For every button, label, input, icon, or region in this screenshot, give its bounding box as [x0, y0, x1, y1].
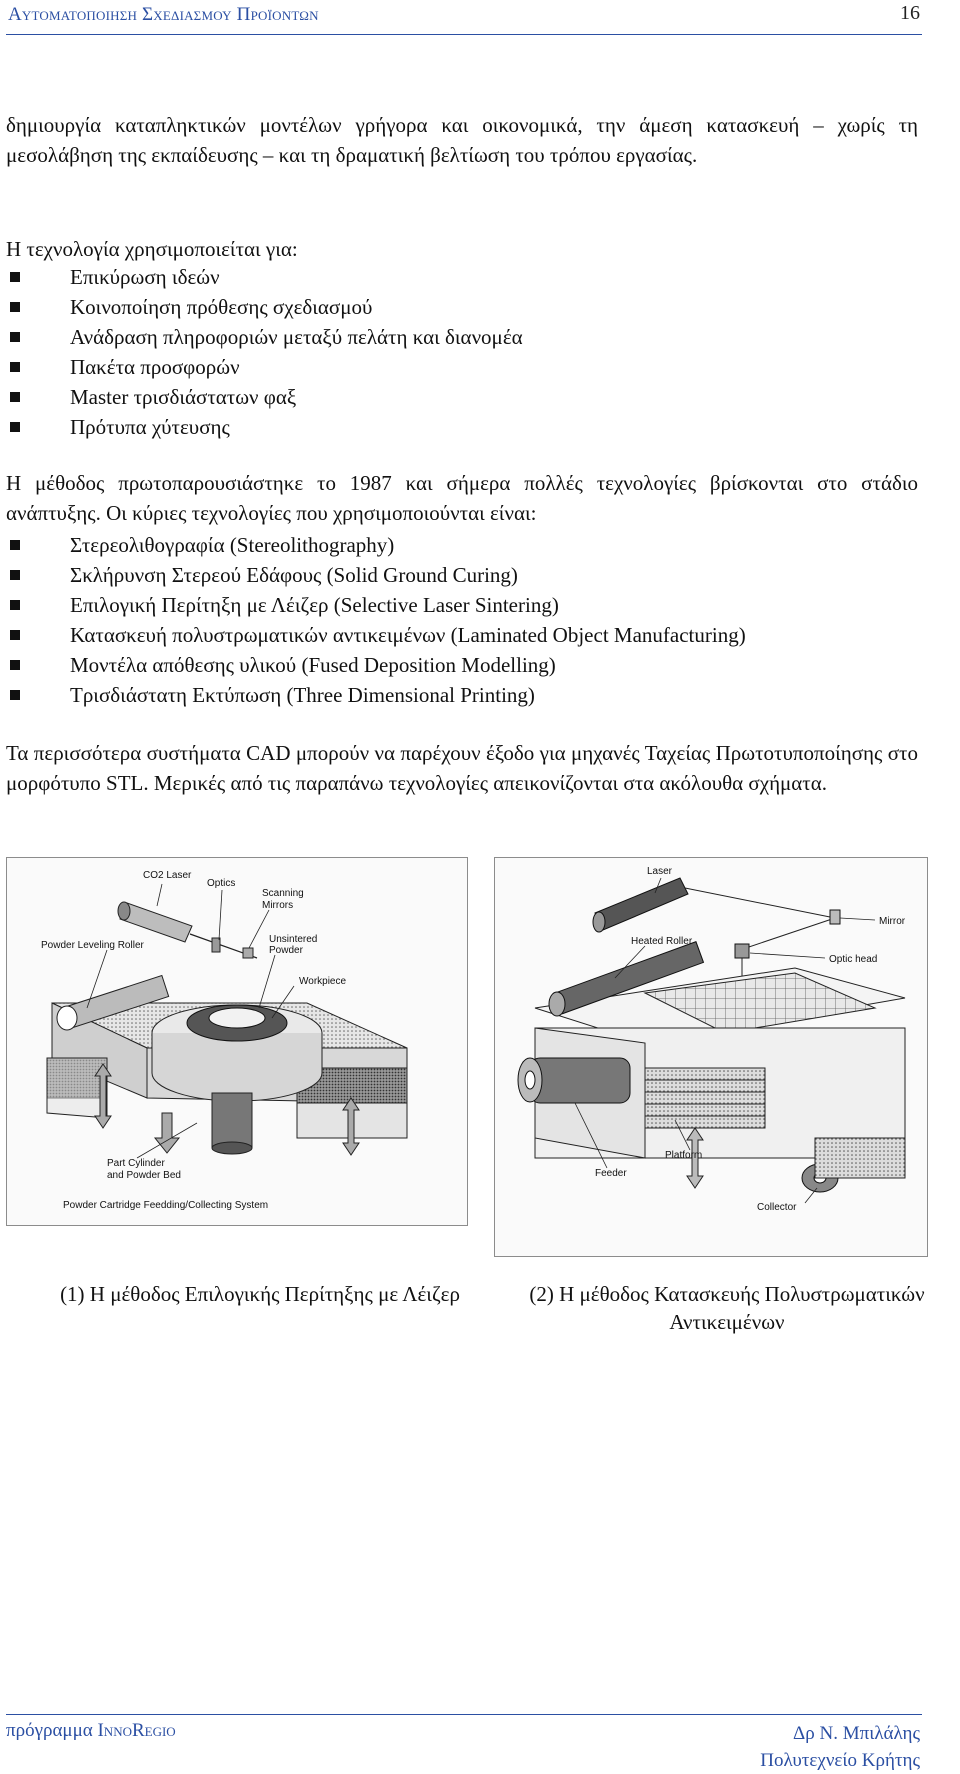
figure-laminated-object-manufacturing: Laser Mirror Heated Roller Optic head Pl…	[494, 857, 928, 1257]
footer-institution: Πολυτεχνείο Κρήτης	[760, 1750, 920, 1771]
powder-leveling-roller	[56, 974, 170, 1031]
bullet-square-icon	[10, 570, 20, 580]
feeder-roll	[517, 1057, 631, 1104]
program-name: InnoRegio	[97, 1720, 176, 1741]
uses-lead: Η τεχνολογία χρησιμοποιείται για:	[6, 237, 298, 261]
bullet-square-icon	[10, 422, 20, 432]
list-item: Τρισδιάστατη Εκτύπωση (Three Dimensional…	[6, 680, 918, 710]
label-collector: Collector	[757, 1202, 797, 1213]
technologies-list: Στερεολιθογραφία (Stereolithography) Σκλ…	[6, 530, 918, 710]
list-item: Μοντέλα απόθεσης υλικού (Fused Depositio…	[6, 650, 918, 680]
label-powder-bed: and Powder Bed	[107, 1170, 181, 1181]
list-item: Ανάδραση πληροφοριών μεταξύ πελάτη και δ…	[6, 322, 918, 352]
list-item: Επιλογική Περίτηξη με Λέιζερ (Selective …	[6, 590, 918, 620]
label-leaders	[86, 883, 295, 1159]
figure1-caption: (1) Η μέθοδος Επιλογικής Περίτηξης με Λέ…	[60, 1282, 460, 1306]
uses-list: Επικύρωση ιδεών Κοινοποίηση πρόθεσης σχε…	[6, 262, 918, 442]
part-cylinder	[151, 1004, 323, 1155]
collector-roll	[801, 1137, 906, 1193]
figure2-caption: (2) Η μέθοδος Κατασκευής Πολυστρωματικών…	[529, 1282, 925, 1334]
figure-selective-laser-sintering: CO2 Laser Optics Scanning Mirrors Powder…	[6, 857, 468, 1226]
bullet-square-icon	[10, 272, 20, 282]
footer-rule	[6, 1714, 922, 1715]
co2-laser-tube	[117, 901, 258, 959]
lom-diagram: Laser Mirror Heated Roller Optic head Pl…	[517, 866, 906, 1213]
laser-source	[592, 877, 841, 1023]
running-header-title: Αυτοματοποιηση Σχεδιασμου Προϊοντων	[8, 4, 319, 25]
bullet-square-icon	[10, 690, 20, 700]
bullet-square-icon	[10, 362, 20, 372]
footer-author: Δρ Ν. Μπιλάλης	[793, 1723, 920, 1744]
list-item: Επικύρωση ιδεών	[6, 262, 918, 292]
label-feeder: Feeder	[595, 1168, 627, 1179]
bullet-square-icon	[10, 392, 20, 402]
label-powder-leveling-roller: Powder Leveling Roller	[41, 940, 145, 951]
label-mirror: Mirror	[879, 916, 906, 927]
bullet-square-icon	[10, 332, 20, 342]
footer-author-block: Δρ Ν. Μπιλάλης Πολυτεχνείο Κρήτης	[760, 1720, 920, 1774]
list-item: Πακέτα προσφορών	[6, 352, 918, 382]
bullet-square-icon	[10, 660, 20, 670]
label-heated-roller: Heated Roller	[631, 936, 693, 947]
page-number: 16	[900, 2, 920, 24]
cad-paragraph: Τα περισσότερα συστήματα CAD μπορούν να …	[6, 741, 918, 795]
header-rule	[6, 34, 922, 35]
platform-stack	[644, 1067, 766, 1129]
label-platform: Platform	[665, 1150, 702, 1161]
label-co2-laser: CO2 Laser	[143, 870, 192, 881]
list-item: Στερεολιθογραφία (Stereolithography)	[6, 530, 918, 560]
label-scanning: Scanning	[262, 888, 304, 899]
list-item: Πρότυπα χύτευσης	[6, 412, 918, 442]
label-leaders	[574, 877, 876, 1204]
heated-roller	[548, 941, 705, 1017]
bullet-square-icon	[10, 540, 20, 550]
list-item: Κοινοποίηση πρόθεσης σχεδιασμού	[6, 292, 918, 322]
label-powder: Powder	[269, 945, 304, 956]
list-item: Κατασκευή πολυστρωματικών αντικειμένων (…	[6, 620, 918, 650]
method-paragraph: Η μέθοδος πρωτοπαρουσιάστηκε το 1987 και…	[6, 471, 918, 525]
label-optics: Optics	[207, 878, 235, 889]
label-workpiece: Workpiece	[299, 976, 346, 987]
label-optic-head: Optic head	[829, 954, 877, 965]
label-mirrors: Mirrors	[262, 900, 293, 911]
intro-paragraph: δημιουργία καταπληκτικών μοντέλων γρήγορ…	[6, 113, 918, 167]
bullet-square-icon	[10, 600, 20, 610]
label-cartridge: Powder Cartridge Feedding/Collecting Sys…	[63, 1200, 268, 1211]
bullet-square-icon	[10, 630, 20, 640]
list-item: Σκλήρυνση Στερεού Εδάφους (Solid Ground …	[6, 560, 918, 590]
platform-arrow	[686, 1127, 704, 1189]
motion-arrows	[94, 1063, 360, 1156]
list-item: Master τρισδιάστατων φαξ	[6, 382, 918, 412]
sls-diagram: CO2 Laser Optics Scanning Mirrors Powder…	[41, 870, 408, 1211]
label-unsintered: Unsintered	[269, 934, 317, 945]
label-part-cylinder: Part Cylinder	[107, 1158, 165, 1169]
footer-program: πρόγραμμα InnoRegio	[6, 1720, 176, 1741]
label-laser: Laser	[647, 866, 673, 877]
bullet-square-icon	[10, 302, 20, 312]
